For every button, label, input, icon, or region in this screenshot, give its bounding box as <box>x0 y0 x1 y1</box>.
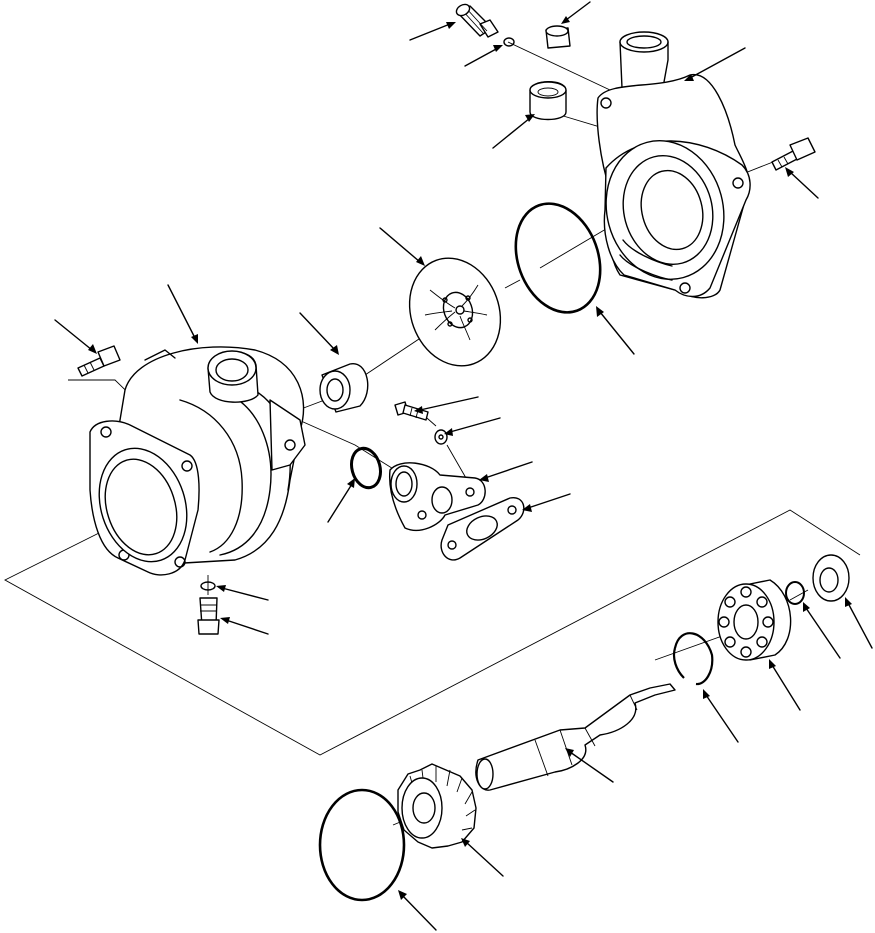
leader-elbow-o-ring <box>327 478 355 523</box>
elbow-gasket <box>440 497 525 561</box>
leader-retaining-ring <box>803 602 841 659</box>
elbow-bolt <box>394 401 429 421</box>
assembly-reference-lines <box>4 41 861 826</box>
leader-drive-gear <box>461 838 504 877</box>
upper-small-plug <box>545 25 571 49</box>
leader-pump-shaft <box>565 748 614 783</box>
pump-shaft <box>475 683 676 791</box>
outlet-plug-o-ring <box>503 37 515 47</box>
leader-elbow-gasket <box>522 493 571 512</box>
drain-plug <box>197 597 220 635</box>
callout-leaders <box>54 1 873 931</box>
leader-inlet-elbow <box>479 461 533 482</box>
leader-elbow-washer <box>444 417 501 436</box>
elbow-o-ring <box>350 446 382 490</box>
leader-oil-seal <box>845 597 873 649</box>
retaining-ring <box>785 581 805 605</box>
housing-bolt <box>77 345 121 377</box>
gear-o-ring <box>318 788 406 902</box>
leader-cover-o-ring <box>596 306 635 355</box>
cover-bolt <box>771 137 816 171</box>
elbow-washer <box>434 429 448 445</box>
leader-elbow-bolt <box>414 396 479 414</box>
leader-housing-bolt <box>54 319 97 354</box>
leader-drain-o-ring <box>216 585 269 601</box>
leader-bearing-snap-ring <box>703 689 739 743</box>
drive-gear <box>397 763 477 849</box>
ball-bearing <box>717 579 792 661</box>
inlet-elbow <box>388 462 486 532</box>
oil-seal <box>812 554 850 602</box>
pump-housing <box>89 346 306 576</box>
leader-mechanical-seal <box>299 312 339 355</box>
leader-plug-upper-small <box>561 1 591 24</box>
leader-plug-upper-large <box>492 114 535 149</box>
leader-ball-bearing <box>769 659 801 711</box>
drain-o-ring <box>200 581 216 591</box>
pump-cover <box>596 31 751 299</box>
cover-o-ring <box>514 202 602 314</box>
mechanical-seal <box>319 363 369 413</box>
leader-drain-plug <box>220 617 269 635</box>
leader-gear-o-ring <box>398 890 437 931</box>
leader-impeller <box>379 227 425 266</box>
bearing-snap-ring <box>672 632 714 686</box>
leader-o-ring-outlet-plug <box>464 45 503 67</box>
upper-large-plug <box>529 81 567 121</box>
leader-plug-outlet <box>409 22 456 41</box>
leader-pump-housing <box>167 284 198 344</box>
impeller <box>408 257 502 367</box>
leader-pump-cover <box>684 47 746 81</box>
outlet-plug <box>455 3 499 38</box>
leader-cover-bolt <box>785 167 819 199</box>
